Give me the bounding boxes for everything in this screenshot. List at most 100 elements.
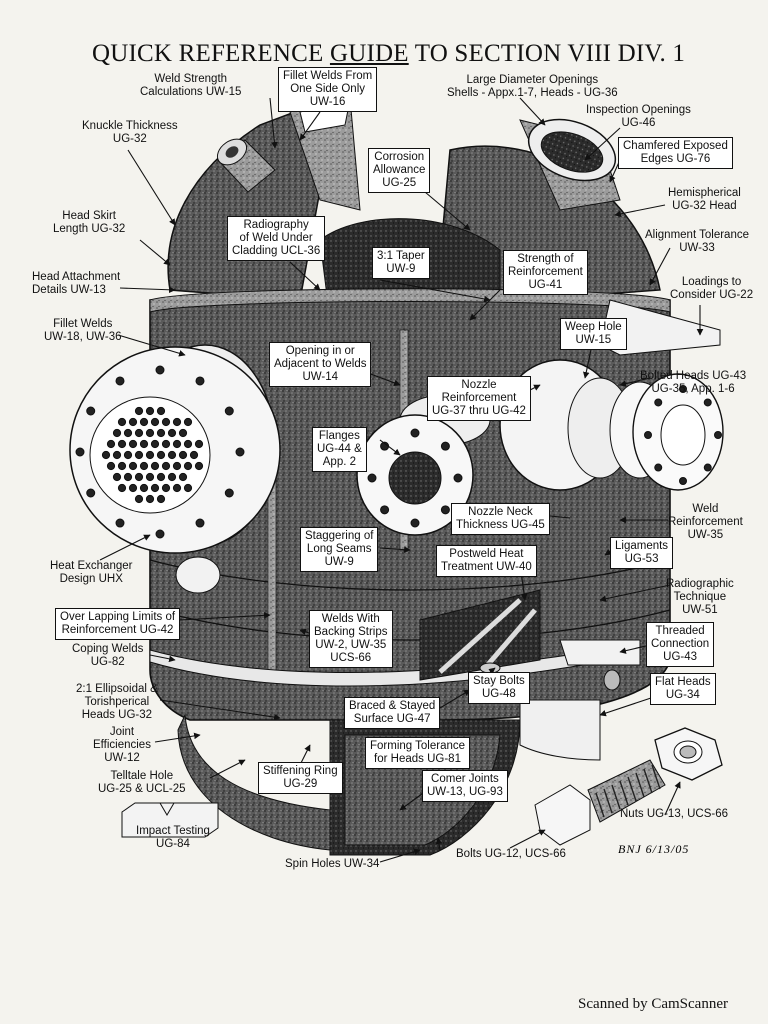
- tube-hole: [172, 439, 182, 449]
- label-flat-heads: Flat Heads UG-34: [650, 673, 716, 705]
- label-weep-hole: Weep Hole UW-15: [560, 318, 627, 350]
- label-weld-reinf: Weld Reinforcement UW-35: [668, 503, 743, 541]
- bolt-hole: [155, 365, 165, 375]
- tube-hole: [128, 483, 138, 493]
- bolt-hole: [75, 447, 85, 457]
- label-staggering: Staggering of Long Seams UW-9: [300, 527, 379, 572]
- threaded-connection: [559, 639, 641, 666]
- tube-hole: [167, 428, 177, 438]
- small-head-nozzle: [216, 138, 276, 193]
- bolt-hole: [115, 376, 125, 386]
- label-forming: Forming Tolerance for Heads UG-81: [365, 737, 471, 769]
- flange-hole: [410, 518, 420, 528]
- flange-hole: [440, 441, 450, 451]
- title-part-guide: GUIDE: [329, 40, 409, 67]
- title-part-1: QUICK REFERENCE: [92, 40, 330, 67]
- flange-hole: [380, 505, 390, 515]
- tube-hole: [112, 450, 122, 460]
- tube-hole: [145, 406, 155, 416]
- label-hemispherical: Hemispherical UG-32 Head: [668, 187, 741, 212]
- label-strength-reinf: Strength of Reinforcement UG-41: [503, 250, 588, 295]
- tube-hole: [194, 439, 204, 449]
- tube-hole: [189, 450, 199, 460]
- bolt-thread: [643, 768, 653, 794]
- bolt-hole: [86, 406, 96, 416]
- tube-hole: [106, 461, 116, 471]
- tube-hole: [139, 439, 149, 449]
- bolt-thread: [651, 764, 661, 790]
- tube-hole: [117, 417, 127, 427]
- label-ellipsoidal: 2:1 Ellipsoidal & Torishperical Heads UG…: [76, 683, 158, 721]
- label-nozzle-reinf: Nozzle Reinforcement UG-37 thru UG-42: [427, 376, 531, 421]
- heat-exchanger-bolt-holes: [75, 365, 245, 539]
- label-fillet-welds: Fillet Welds UW-18, UW-36: [44, 318, 122, 343]
- bolted-head-hole: [654, 463, 663, 472]
- label-braced: Braced & Stayed Surface UG-47: [344, 697, 441, 729]
- tube-hole: [161, 439, 171, 449]
- tube-hole: [194, 461, 204, 471]
- label-knuckle: Knuckle Thickness UG-32: [82, 120, 178, 145]
- bolted-head-hole: [644, 431, 652, 439]
- label-impact: Impact Testing UG-84: [136, 825, 210, 850]
- bolted-head-holes: [644, 385, 722, 485]
- impact-notch: [159, 802, 175, 816]
- bolted-head-hole: [654, 398, 663, 407]
- flange-hole: [440, 505, 450, 515]
- label-head-attach: Head Attachment Details UW-13: [32, 271, 121, 296]
- bolt-hole: [155, 529, 165, 539]
- bolted-head: [499, 359, 724, 491]
- tube-hole: [178, 472, 188, 482]
- stay-bolt-1: [438, 598, 522, 674]
- label-bolted-heads: Bolted Heads UG-43 UG-35, App. 1-6: [640, 370, 747, 395]
- tube-hole: [150, 483, 160, 493]
- tube-hole: [156, 450, 166, 460]
- tube-hole: [156, 472, 166, 482]
- tube-hole: [101, 450, 111, 460]
- label-corner-joints: Comer Joints UW-13, UG-93: [422, 770, 508, 802]
- label-chamfered: Chamfered Exposed Edges UG-76: [618, 137, 733, 169]
- impact-specimen: [121, 802, 219, 838]
- tube-hole: [161, 483, 171, 493]
- bolt-hole: [115, 518, 125, 528]
- bolt-hole: [224, 488, 234, 498]
- tube-hole: [112, 428, 122, 438]
- tube-hole: [150, 461, 160, 471]
- flange-hole: [410, 428, 420, 438]
- telltale-plug: [603, 669, 621, 691]
- label-opening-adjacent: Opening in or Adjacent to Welds UW-14: [269, 342, 372, 387]
- nut-drawing: [654, 727, 723, 781]
- tube-hole: [172, 461, 182, 471]
- label-telltale: Telltale Hole UG-25 & UCL-25: [98, 770, 186, 795]
- tubesheet-holes: [101, 406, 204, 504]
- label-fillet-one-side: Fillet Welds From One Side Only UW-16: [278, 67, 378, 112]
- tube-hole: [156, 406, 166, 416]
- label-head-skirt: Head Skirt Length UG-32: [53, 210, 126, 235]
- side-nozzle: [175, 556, 221, 594]
- tube-hole: [123, 450, 133, 460]
- tube-hole: [172, 417, 182, 427]
- tube-hole: [134, 494, 144, 504]
- page-title: QUICK REFERENCE GUIDE TO SECTION VIII DI…: [92, 40, 685, 68]
- label-flanges: Flanges UG-44 & App. 2: [312, 427, 367, 472]
- flat-head-plate: [519, 699, 601, 761]
- bolt-thread: [595, 792, 605, 818]
- label-corrosion: Corrosion Allowance UG-25: [368, 148, 431, 193]
- tube-hole: [128, 439, 138, 449]
- label-alignment: Alignment Tolerance UW-33: [645, 229, 749, 254]
- bolt-hole: [195, 518, 205, 528]
- tube-hole: [178, 428, 188, 438]
- bolted-head-hole: [703, 398, 712, 407]
- bolt-thread: [603, 788, 613, 814]
- tube-hole: [145, 428, 155, 438]
- tube-hole: [178, 450, 188, 460]
- bolt-drawing: [534, 759, 666, 846]
- tube-hole: [150, 439, 160, 449]
- tube-hole: [167, 472, 177, 482]
- scanner-watermark: Scanned by CamScanner: [578, 996, 728, 1012]
- label-backing-strips: Welds With Backing Strips UW-2, UW-35 UC…: [309, 610, 393, 668]
- title-part-2: TO SECTION VIII DIV. 1: [408, 40, 686, 67]
- label-coping: Coping Welds UG-82: [72, 643, 144, 668]
- flange-hole: [453, 473, 463, 483]
- tube-hole: [123, 472, 133, 482]
